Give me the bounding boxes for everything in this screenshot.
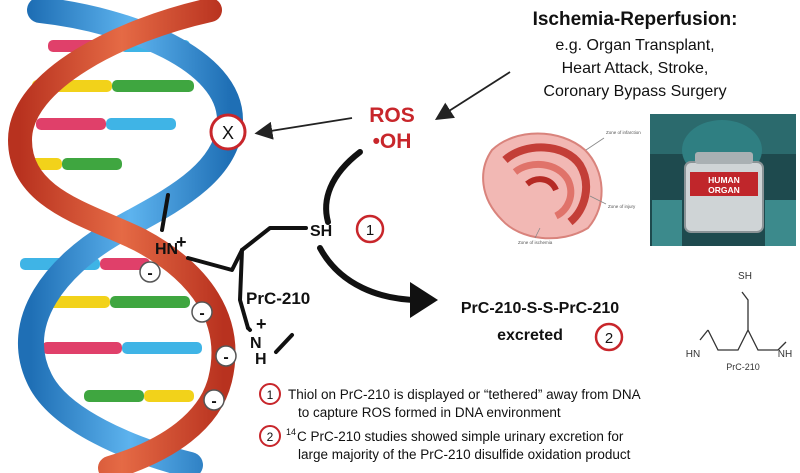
- header-line-3: Coronary Bypass Surgery: [543, 83, 726, 100]
- svg-text:-: -: [223, 349, 228, 366]
- note-1: 1 Thiol on PrC-210 is displayed or “teth…: [259, 383, 641, 420]
- structure-nh: NH: [778, 349, 792, 360]
- note-2-superscript: 14: [286, 427, 296, 437]
- product-line-1: PrC-210-S-S-PrC-210: [461, 300, 619, 317]
- product-line-2: excreted: [497, 327, 563, 344]
- ros-line-1: ROS: [369, 104, 415, 127]
- ros-label: ROS •OH: [369, 104, 415, 153]
- bond-center-down: [238, 248, 250, 330]
- note-2-line-1: C PrC-210 studies showed simple urinary …: [297, 429, 624, 444]
- note-2-line-2: large majority of the PrC-210 disulfide …: [298, 447, 631, 462]
- arrow-icon-header-to-ros: [434, 71, 511, 120]
- svg-text:-: -: [147, 265, 152, 282]
- dna-helix-icon: [7, 0, 244, 473]
- arrow-icon-ros-to-dna: [254, 117, 353, 140]
- note-1-line-1: Thiol on PrC-210 is displayed or “tether…: [288, 387, 641, 402]
- minus-charge-4: -: [203, 389, 225, 411]
- bond-stub: [246, 326, 252, 332]
- organ-box-photo-icon: HUMAN ORGAN: [650, 114, 796, 246]
- svg-text:1: 1: [267, 388, 274, 402]
- bond-nh-methyl: [274, 333, 294, 354]
- prc210-molecule: [160, 193, 308, 354]
- structure-hn: HN: [686, 349, 700, 360]
- arrow-icon-to-product-head: [410, 282, 438, 318]
- ros-line-2: •OH: [373, 130, 412, 153]
- organ-box-text-2: ORGAN: [708, 185, 740, 195]
- phosphate-charges: - - - -: [139, 261, 237, 411]
- svg-text:-: -: [199, 305, 204, 322]
- minus-charge-3: -: [215, 345, 237, 367]
- minus-charge-2: -: [191, 301, 213, 323]
- heart-section-icon: Zone of infarction Zone of injury Zone o…: [468, 112, 641, 245]
- structure-sh: SH: [738, 271, 752, 282]
- hn-plus: +: [176, 232, 187, 252]
- heart-label-infarction: Zone of infarction: [606, 130, 641, 135]
- prc210-label: PrC-210: [246, 289, 310, 308]
- note-2: 2 14 C PrC-210 studies showed simple uri…: [259, 425, 631, 462]
- hn-label: HN: [155, 241, 178, 258]
- ros-capture-curve: [323, 149, 363, 225]
- svg-text:-: -: [211, 393, 216, 410]
- structure-name: PrC-210: [726, 362, 760, 372]
- heart-label-injury: Zone of injury: [608, 204, 636, 209]
- minus-charge-1: -: [139, 261, 161, 283]
- svg-text:2: 2: [267, 430, 274, 444]
- header-line-1: e.g. Organ Transplant,: [555, 37, 714, 54]
- sh-label: SH: [310, 223, 332, 240]
- bond-hn-methyl: [160, 193, 170, 232]
- bond-hn-chain: [186, 226, 308, 272]
- header-line-2: Heart Attack, Stroke,: [562, 60, 709, 77]
- n-label: N: [250, 335, 262, 352]
- header-title: Ischemia-Reperfusion:: [533, 9, 738, 30]
- organ-box-text-1: HUMAN: [708, 175, 740, 185]
- h-label: H: [255, 351, 267, 368]
- svg-text:1: 1: [366, 222, 374, 239]
- n-plus: +: [256, 314, 267, 334]
- ischemia-header: Ischemia-Reperfusion: e.g. Organ Transpl…: [533, 9, 738, 100]
- badge-one: 1: [355, 214, 385, 244]
- svg-text:2: 2: [605, 330, 613, 347]
- x-mark-label: X: [222, 123, 234, 143]
- note-1-line-2: to capture ROS formed in DNA environment: [298, 405, 561, 420]
- badge-two: 2: [594, 322, 624, 352]
- damage-x-marker: X: [209, 113, 247, 151]
- heart-label-ischemia: Zone of ischemia: [518, 240, 553, 245]
- prc210-structure-icon: [699, 291, 787, 351]
- arrow-icon-to-product: [317, 245, 423, 303]
